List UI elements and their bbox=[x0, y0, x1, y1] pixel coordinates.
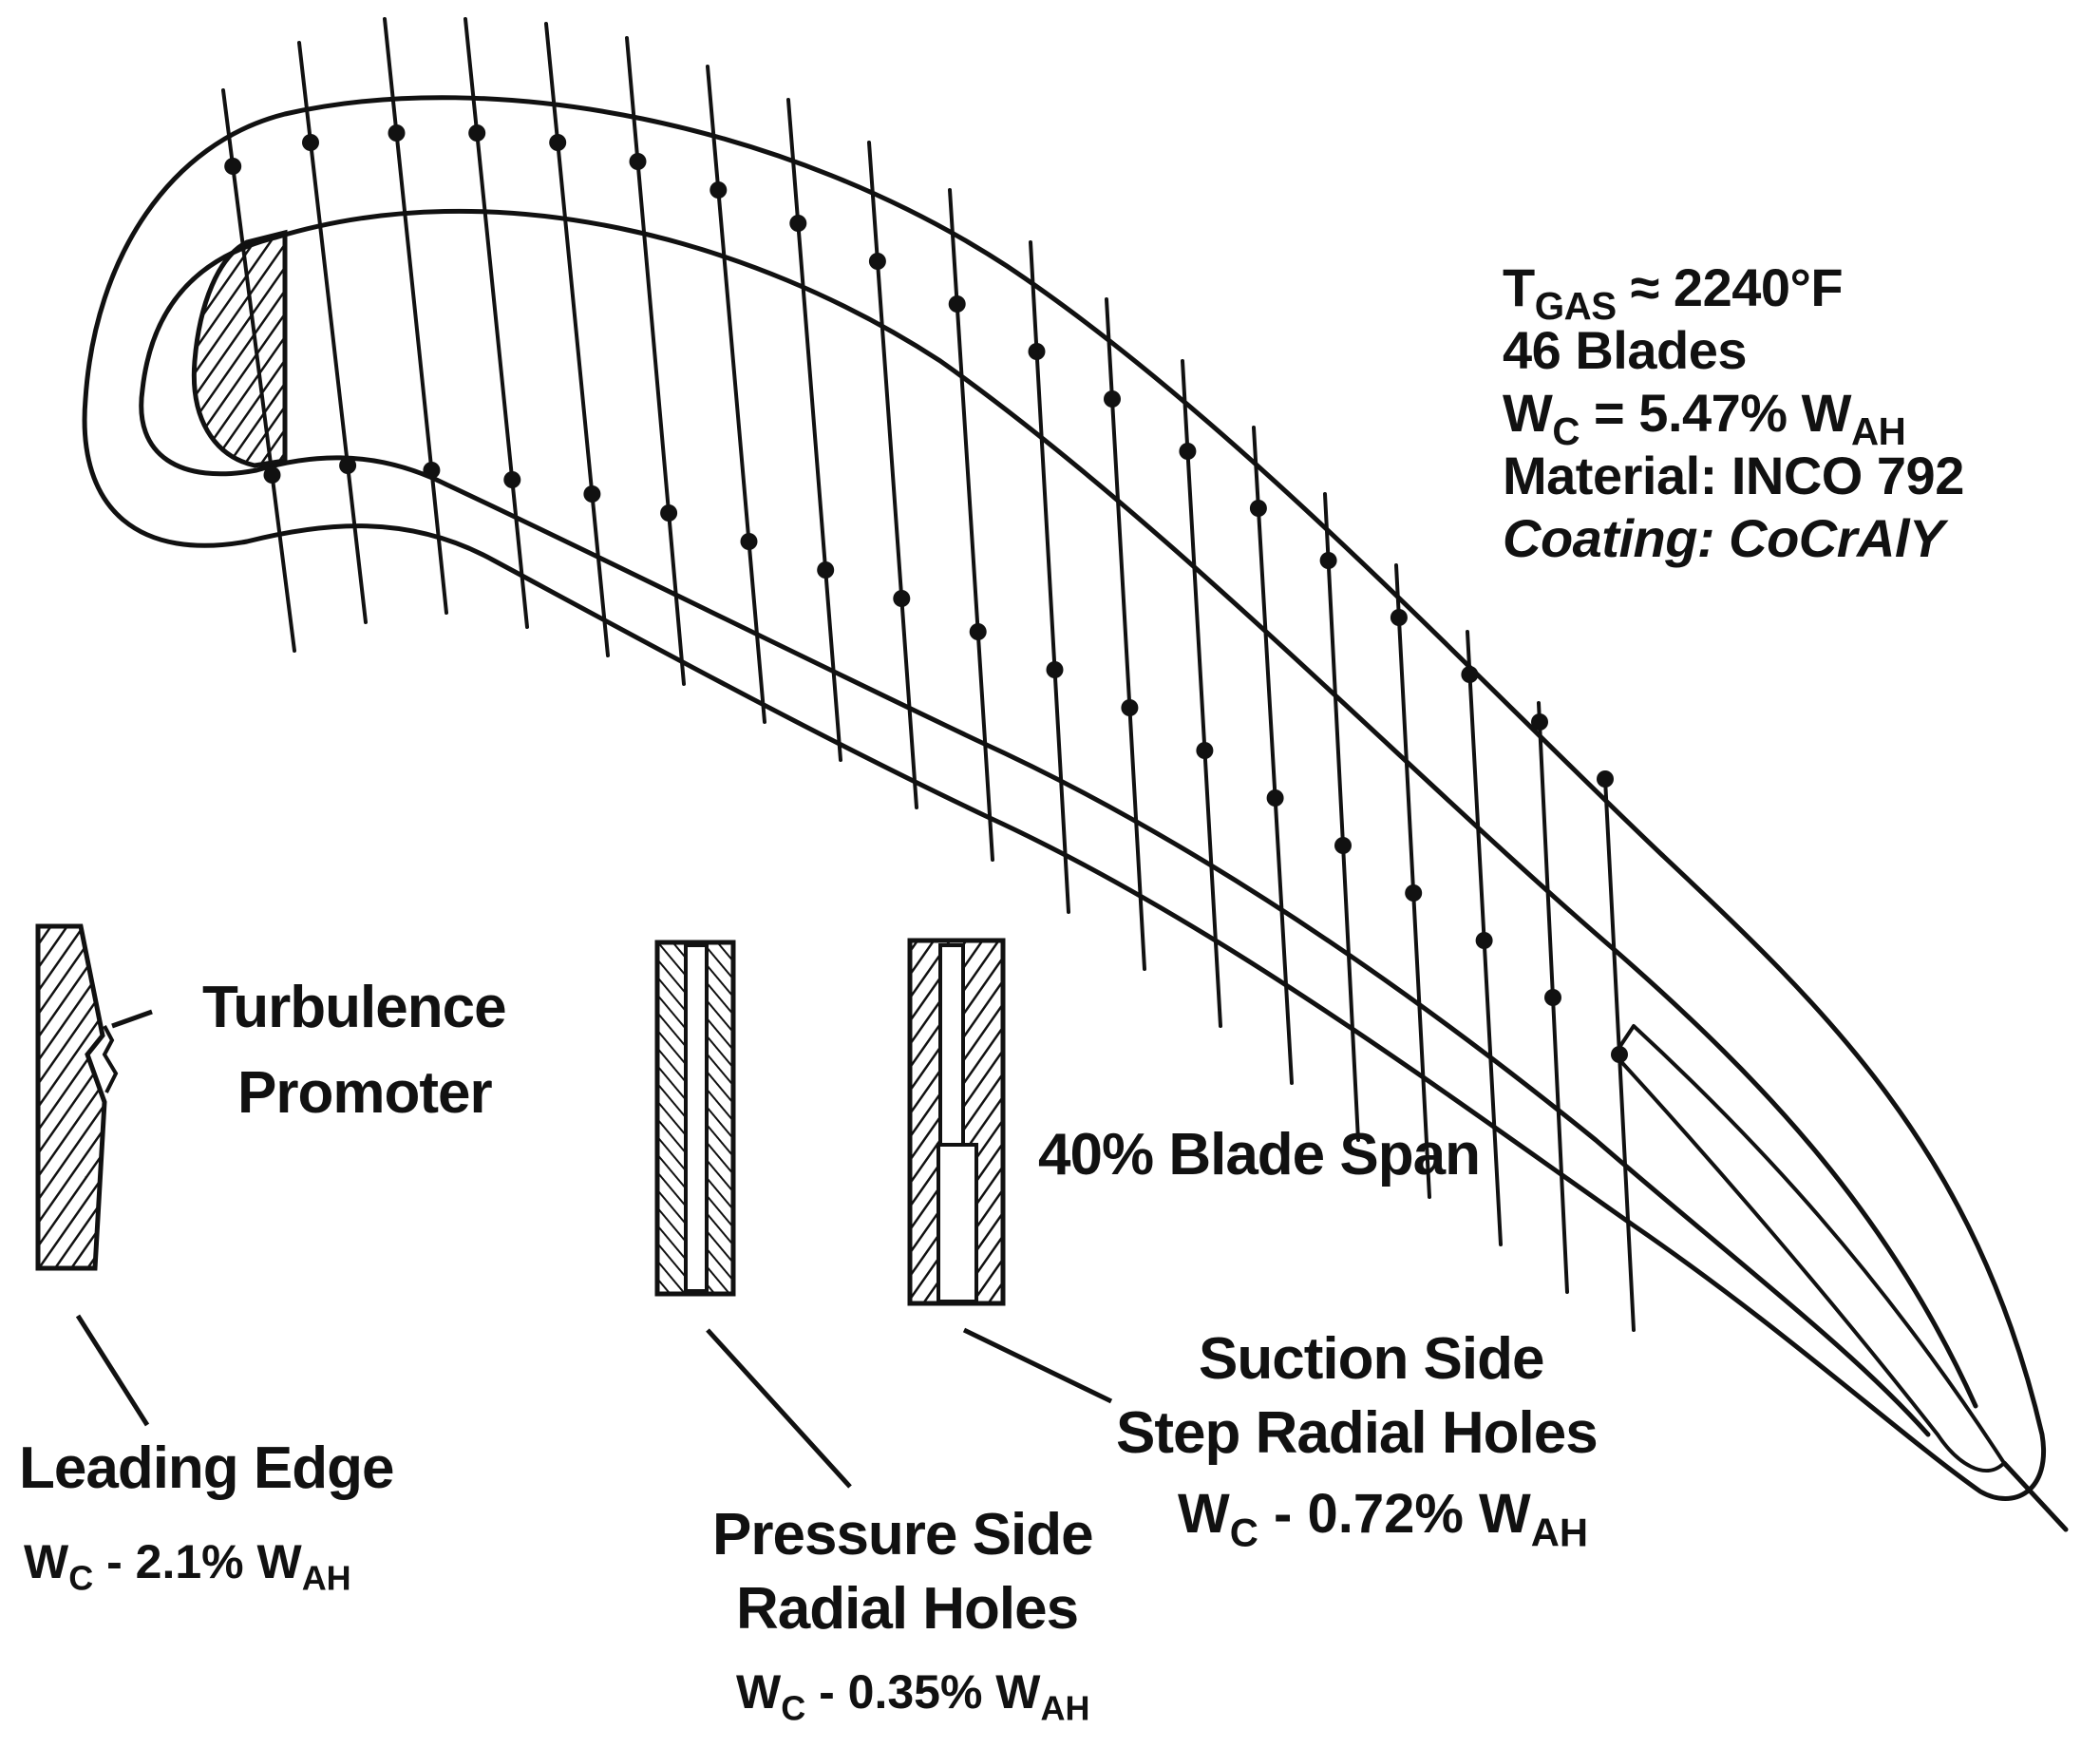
airfoil-outer-profile bbox=[82, 95, 2046, 1501]
section-line bbox=[464, 17, 529, 629]
pressure-side-label-1: Pressure Side bbox=[712, 1502, 1094, 1568]
pressure-side-label-2: Radial Holes bbox=[736, 1576, 1079, 1642]
pressure-side-leader bbox=[706, 1328, 852, 1489]
cooling-hole-dot bbox=[1405, 884, 1423, 902]
turbulence-promoter-label-2: Promoter bbox=[237, 1060, 493, 1126]
cooling-hole-dot bbox=[468, 124, 486, 142]
material: Material: INCO 792 bbox=[1503, 446, 1964, 505]
cooling-hole-dot bbox=[224, 158, 242, 175]
leading-edge-label: Leading Edge bbox=[19, 1435, 394, 1501]
cooling-hole-dot bbox=[263, 466, 281, 484]
cooling-hole-dot bbox=[1544, 989, 1561, 1006]
suction-side-flow: WC - 0.72% WAH bbox=[1178, 1483, 1589, 1555]
section-line bbox=[383, 17, 448, 615]
cooling-hole-dot bbox=[1461, 666, 1479, 683]
section-line bbox=[297, 41, 368, 624]
cooling-hole-dot bbox=[789, 215, 807, 232]
cooling-hole-dot bbox=[1390, 609, 1408, 626]
trailing-edge-tip-line bbox=[2001, 1460, 2069, 1532]
cooling-hole-dot bbox=[549, 134, 567, 151]
section-line bbox=[221, 88, 296, 653]
cooling-hole-dot bbox=[1611, 1046, 1628, 1063]
suction-side-leader bbox=[962, 1327, 1113, 1404]
coolant-flow: WC = 5.47% WAH bbox=[1503, 383, 1906, 454]
section-line bbox=[867, 141, 918, 809]
suction-side-sketch bbox=[907, 938, 1006, 1306]
leading-edge-sketch bbox=[35, 923, 119, 1271]
turbulence-promoter-label-1: Turbulence bbox=[202, 975, 507, 1040]
cooling-hole-dot bbox=[302, 134, 319, 151]
cooling-hole-dot bbox=[893, 590, 911, 607]
pressure-side-flow: WC - 0.35% WAH bbox=[736, 1665, 1090, 1728]
cooling-hole-dot bbox=[1104, 390, 1121, 408]
coating: Coating: CoCrAlY bbox=[1503, 508, 1944, 568]
cooling-hole-dot bbox=[817, 561, 835, 579]
section-line bbox=[544, 22, 610, 657]
section-line bbox=[948, 188, 994, 862]
leading-edge-flow: WC - 2.1% WAH bbox=[24, 1535, 351, 1598]
airfoil-inner-wall bbox=[139, 208, 1978, 1437]
cooling-hole-dot bbox=[629, 153, 647, 170]
section-line bbox=[786, 98, 842, 762]
cooling-hole-dot bbox=[1046, 661, 1064, 678]
cooling-hole-dot bbox=[1121, 699, 1139, 716]
leading-edge-leader bbox=[75, 1314, 150, 1427]
blade-specifications: TGAS ≈ 2240°F 46 Blades WC = 5.47% WAH M… bbox=[1503, 256, 1964, 570]
cooling-hole-dot bbox=[868, 253, 886, 270]
cooling-hole-dot bbox=[339, 457, 357, 474]
gas-temperature: TGAS ≈ 2240°F bbox=[1503, 257, 1844, 329]
cooling-hole-dot bbox=[1266, 789, 1284, 807]
cooling-hole-dot bbox=[423, 462, 441, 479]
section-line bbox=[1394, 563, 1431, 1199]
turbulence-promoter-leader bbox=[111, 1009, 153, 1029]
section-line bbox=[1105, 297, 1146, 971]
suction-side-label-1: Suction Side bbox=[1199, 1326, 1544, 1392]
section-line bbox=[625, 36, 686, 686]
cooling-hole-dot bbox=[1531, 713, 1548, 731]
trailing-edge-slot bbox=[1613, 1024, 2006, 1473]
cooling-hole-dot bbox=[1597, 770, 1614, 788]
cooling-hole-dot bbox=[1249, 500, 1267, 517]
section-line bbox=[1029, 240, 1070, 914]
suction-side-label-2: Step Radial Holes bbox=[1116, 1400, 1599, 1466]
cooling-hole-dot bbox=[503, 471, 521, 488]
section-line bbox=[706, 65, 766, 724]
cooling-hole-dot bbox=[709, 181, 728, 199]
cooling-hole-dot bbox=[1196, 742, 1214, 759]
pressure-side-sketch bbox=[654, 940, 736, 1297]
cooling-hole-dot bbox=[660, 504, 678, 522]
cooling-hole-dot bbox=[1319, 552, 1337, 569]
cooling-hole-dot bbox=[1028, 343, 1046, 360]
cooling-hole-dot bbox=[388, 124, 406, 142]
blade-span-label: 40% Blade Span bbox=[1038, 1122, 1481, 1188]
cooling-hole-dot bbox=[1475, 932, 1493, 949]
section-line bbox=[1252, 426, 1294, 1085]
section-line bbox=[1323, 492, 1360, 1142]
cooling-hole-dot bbox=[583, 485, 601, 503]
blade-count: 46 Blades bbox=[1503, 320, 1747, 380]
cooling-hole-dot bbox=[948, 295, 966, 313]
cooling-hole-dot bbox=[1179, 443, 1197, 460]
cooling-hole-dot bbox=[969, 623, 987, 640]
cooling-hole-dot bbox=[1334, 837, 1352, 854]
section-line bbox=[1181, 359, 1222, 1028]
cooling-hole-dot bbox=[740, 533, 758, 550]
